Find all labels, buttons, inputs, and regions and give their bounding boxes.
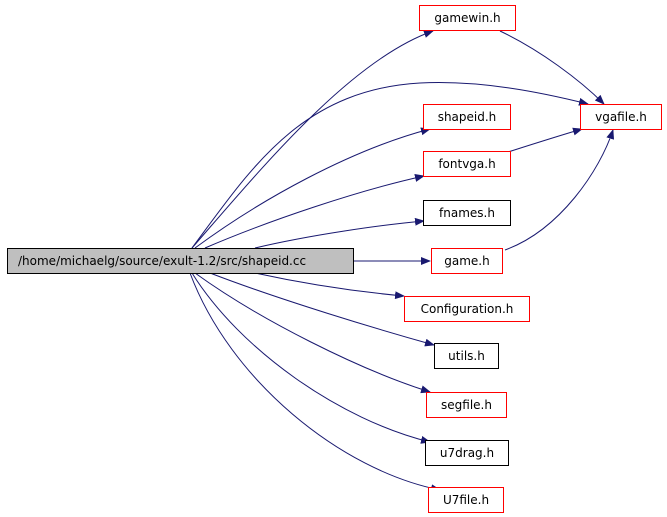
node-configuration-h[interactable]: Configuration.h xyxy=(404,296,530,322)
edge-main-shapeid xyxy=(194,127,431,249)
edge-main-u7file xyxy=(189,272,441,493)
edge-main-fontvga xyxy=(204,174,425,249)
node-vgafile-h[interactable]: vgafile.h xyxy=(580,104,662,130)
node-fontvga-h[interactable]: fontvga.h xyxy=(423,151,511,177)
edge-main-vgafile xyxy=(191,82,589,249)
edge-fontvga-vgafile xyxy=(507,127,583,153)
edge-main-configuration xyxy=(254,272,405,300)
node-u7file-h[interactable]: U7file.h xyxy=(428,487,504,513)
edge-game-vgafile xyxy=(504,129,615,251)
edge-gamewin-vgafile xyxy=(499,30,605,105)
edge-main-segfile xyxy=(194,272,431,394)
edge-main-utils xyxy=(209,272,435,347)
node-u7drag-h[interactable]: u7drag.h xyxy=(425,440,509,466)
node-game-h[interactable]: game.h xyxy=(431,248,503,274)
edge-main-u7drag xyxy=(191,272,431,444)
node-shapeid-cc[interactable]: /home/michaelg/source/exult-1.2/src/shap… xyxy=(7,248,354,274)
node-gamewin-h[interactable]: gamewin.h xyxy=(419,5,516,31)
node-utils-h[interactable]: utils.h xyxy=(434,343,499,369)
edge-main-fnames xyxy=(254,217,425,249)
node-fnames-h[interactable]: fnames.h xyxy=(423,200,511,226)
node-segfile-h[interactable]: segfile.h xyxy=(426,392,507,418)
edge-main-gamewin xyxy=(191,30,434,249)
node-shapeid-h[interactable]: shapeid.h xyxy=(423,104,511,130)
